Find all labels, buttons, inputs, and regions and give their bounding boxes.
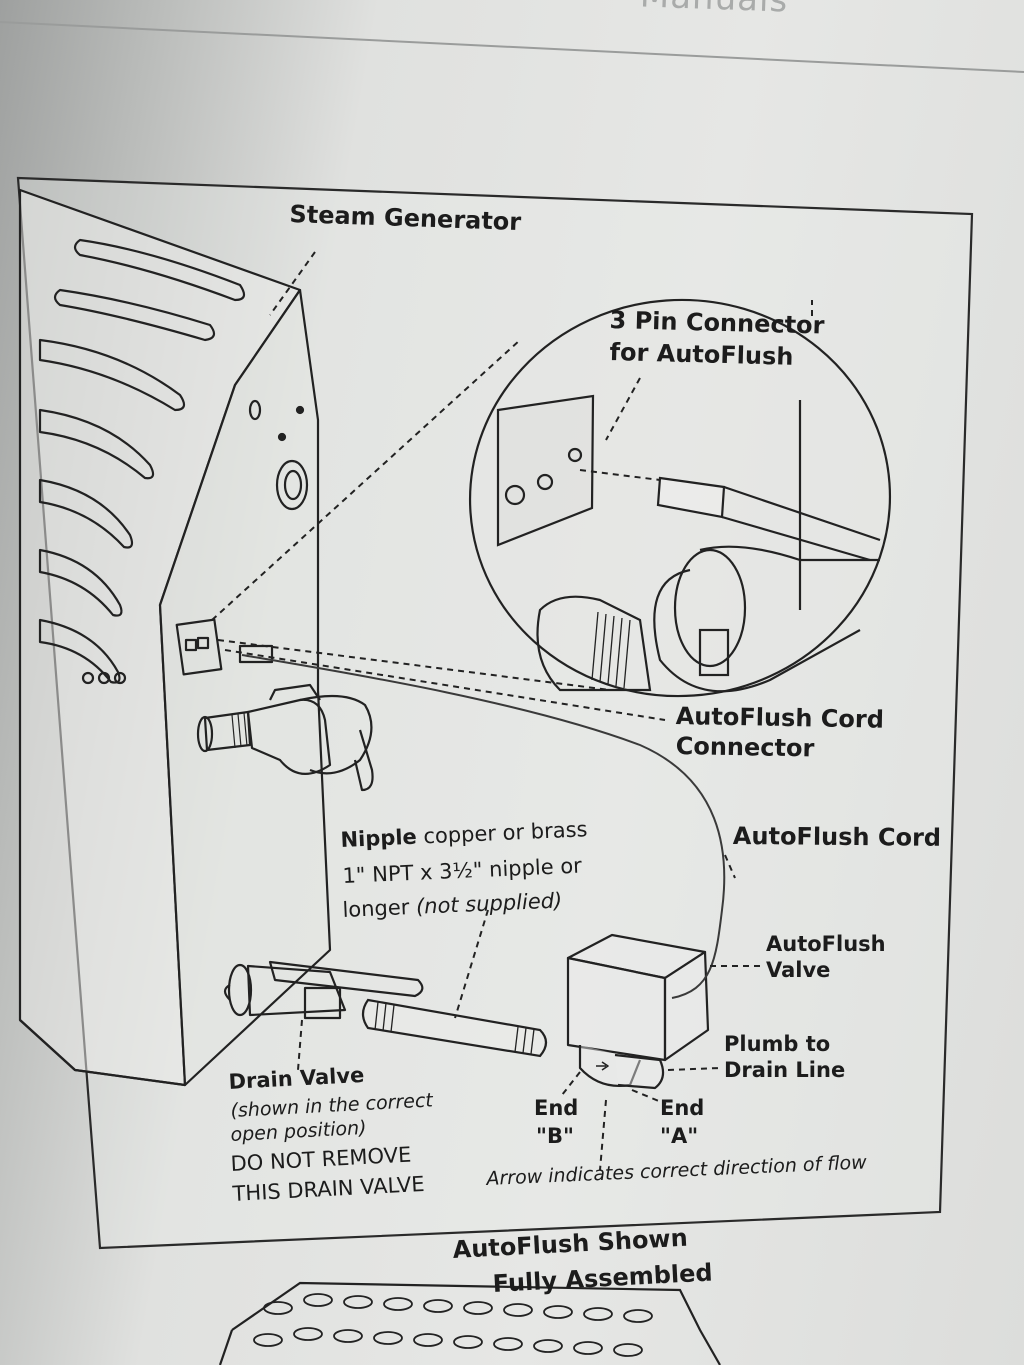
zoom-detail-circle — [468, 298, 892, 698]
autoflush-cord-label: AutoFlush Cord — [732, 822, 942, 852]
cord-connector-label-line2: Connector — [675, 732, 815, 763]
cord-connector-label-line1: AutoFlush Cord — [675, 702, 885, 734]
autoflush-valve-body — [566, 933, 710, 1090]
autoflush-valve-label-line1: AutoFlush — [766, 932, 886, 956]
plumb-label-line1: Plumb to — [724, 1032, 831, 1056]
end-b-label-line1: End — [534, 1096, 579, 1120]
end-b-label-line2: "B" — [536, 1124, 574, 1148]
pin-connector-label-line1: 3 Pin Connector — [609, 306, 825, 340]
plumb-label-line2: Drain Line — [724, 1058, 846, 1082]
end-a-label-line1: End — [660, 1096, 705, 1120]
next-diagram-unit — [218, 1281, 721, 1365]
autoflush-valve-label-line2: Valve — [766, 958, 831, 982]
nipple-label-longer: longer — [342, 895, 410, 922]
nipple-label-bold: Nipple — [340, 824, 418, 852]
autoflush-cord — [241, 654, 726, 999]
pin-connector-label-line2: for AutoFlush — [609, 338, 794, 371]
steam-generator-cabinet — [18, 188, 424, 1087]
end-a-label-line2: "A" — [660, 1124, 699, 1148]
header-rule — [0, 21, 1024, 73]
nipple-pipe — [361, 998, 548, 1058]
leader-lines — [211, 251, 813, 1171]
